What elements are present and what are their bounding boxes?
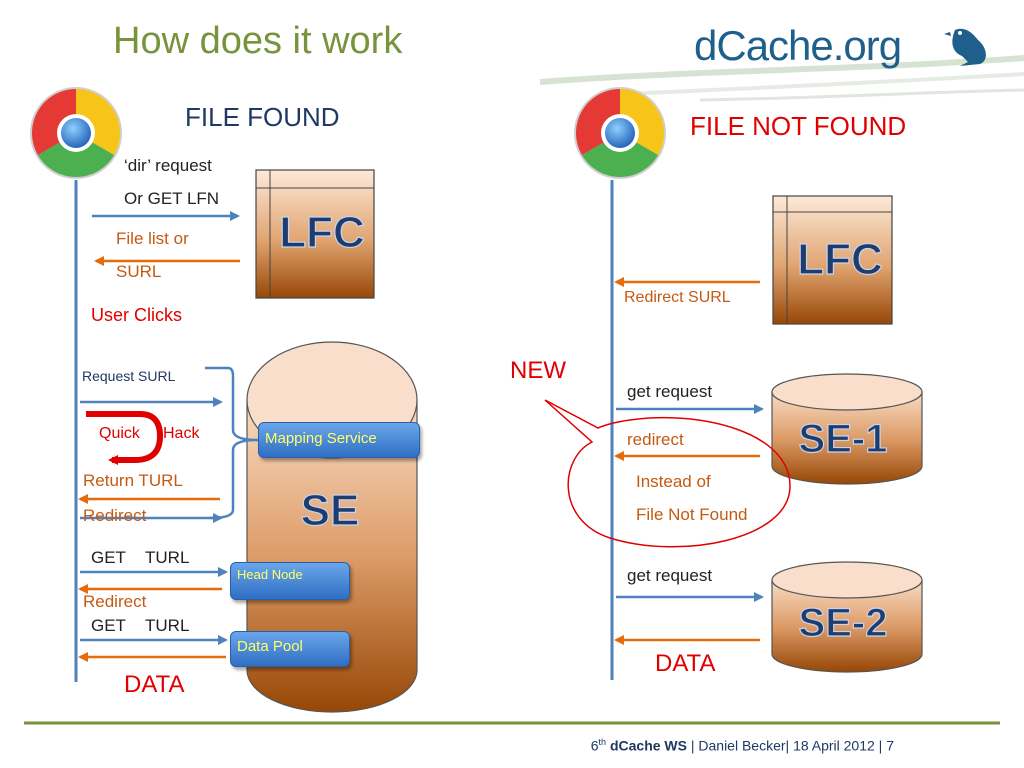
label-new: NEW <box>510 357 566 384</box>
se-label: SE <box>301 486 360 535</box>
label-dir-request: ‘dir’ request <box>124 156 212 175</box>
label-file-not-found: File Not Found <box>636 505 748 524</box>
slide-footer: 6th dCache WS | Daniel Becker| 18 April … <box>591 737 894 754</box>
se1-cylinder: SE-1 <box>771 373 923 485</box>
heading-file-found: FILE FOUND <box>185 102 340 132</box>
new-callout-balloon <box>544 399 791 548</box>
footer-ordinal-suffix: th <box>598 737 607 747</box>
quick-hack-arrow <box>86 411 164 465</box>
label-redirect-right: redirect <box>627 430 684 449</box>
se2-label: SE-2 <box>799 601 888 645</box>
mapping-service-box: Mapping Service <box>258 422 420 458</box>
lfc-box-left: LFC <box>255 169 375 299</box>
lfc-label-right: LFC <box>797 235 883 284</box>
label-request-surl: Request SURL <box>82 368 176 384</box>
mapping-service-label: Mapping Service <box>265 430 377 447</box>
data-pool-box: Data Pool <box>230 631 350 667</box>
se1-label: SE-1 <box>799 417 888 461</box>
head-node-box: Head Node <box>230 562 350 600</box>
label-redirect-1: Redirect <box>83 506 147 525</box>
label-instead-of: Instead of <box>636 472 711 491</box>
chrome-browser-icon-right <box>574 87 666 179</box>
label-data-right: DATA <box>655 650 716 677</box>
footer-event: dCache WS <box>609 737 687 754</box>
label-return-turl: Return TURL <box>83 471 183 490</box>
label-get-request-2: get request <box>627 566 713 585</box>
label-redirect-surl: Redirect SURL <box>624 289 731 306</box>
label-quick: Quick <box>99 425 140 442</box>
se2-cylinder: SE-2 <box>771 561 923 673</box>
footer-ordinal: 6 <box>590 737 599 754</box>
label-get-lfn: Or GET LFN <box>124 189 220 208</box>
data-pool-label: Data Pool <box>237 638 303 655</box>
label-surl: SURL <box>116 262 162 281</box>
label-user-clicks: User Clicks <box>91 305 183 325</box>
dcache-logo-text: dCache.org <box>694 22 902 69</box>
label-get-1: GET <box>91 548 126 567</box>
footer-rest: | Daniel Becker| 18 April 2012 | 7 <box>690 737 894 754</box>
lfc-label-left: LFC <box>279 208 365 257</box>
lfc-box-right: LFC <box>772 195 893 325</box>
label-turl-1: TURL <box>145 548 190 567</box>
logo-swoosh <box>539 55 1024 102</box>
chrome-browser-icon-left <box>30 87 122 179</box>
label-file-list: File list or <box>116 229 189 248</box>
slide-title: How does it work <box>113 20 403 62</box>
head-node-label: Head Node <box>237 567 303 582</box>
bird-logo-icon <box>944 28 986 66</box>
label-turl-2: TURL <box>145 616 190 635</box>
label-redirect-2: Redirect <box>83 592 147 611</box>
label-get-request-1: get request <box>627 382 713 401</box>
heading-file-not-found: FILE NOT FOUND <box>690 111 907 141</box>
label-get-2: GET <box>91 616 126 635</box>
label-data-left: DATA <box>124 671 185 698</box>
mapping-bracket <box>205 366 259 520</box>
label-hack: Hack <box>163 425 200 442</box>
